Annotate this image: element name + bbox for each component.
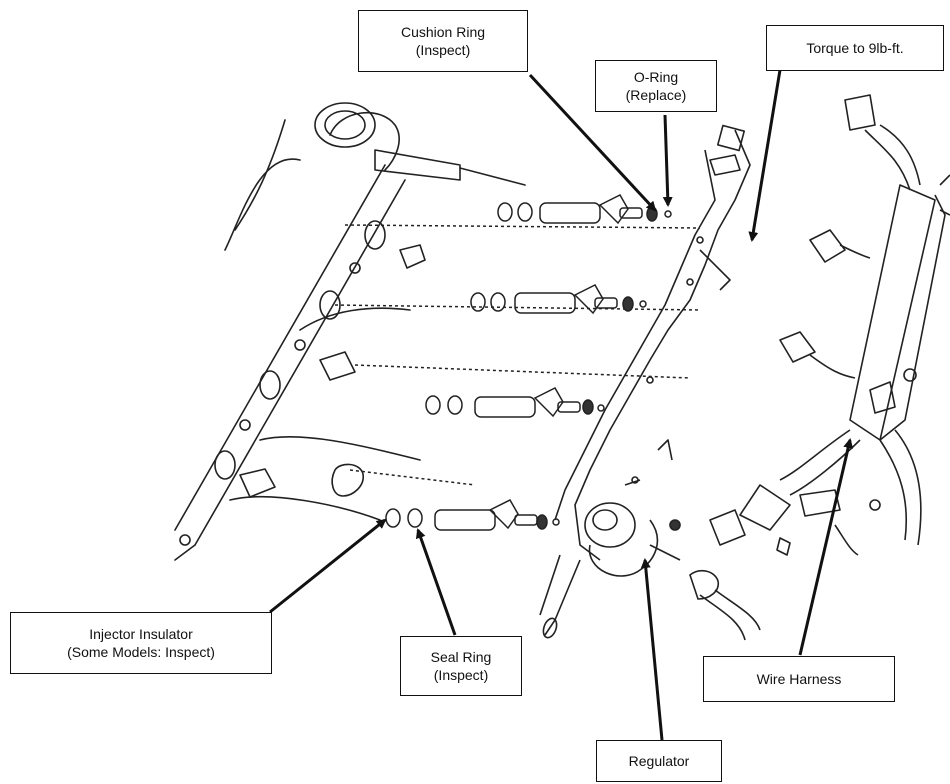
cushion-ring-arrow (528, 73, 657, 212)
seal-ring-label: Seal Ring (Inspect) (400, 636, 522, 696)
injector-insulator-label: Injector Insulator (Some Models: Inspect… (10, 612, 272, 674)
seal-ring-title: Seal Ring (430, 649, 492, 665)
regulator-label: Regulator (596, 740, 722, 782)
cushion-ring-note: (Inspect) (415, 42, 471, 58)
injector-insulator-arrow (269, 518, 387, 614)
regulator-arrow (640, 558, 664, 741)
cushion-ring-label: Cushion Ring (Inspect) (358, 10, 528, 72)
seal-ring-arrow (415, 528, 457, 636)
wire-harness-part (709, 94, 950, 556)
injector-2 (470, 284, 647, 315)
torque-text: Torque to 9lb-ft. (806, 40, 904, 56)
torque-arrow (748, 69, 782, 242)
o-ring-title: O-Ring (633, 69, 679, 85)
cushion-ring-title: Cushion Ring (400, 24, 486, 40)
intake-manifold (174, 102, 526, 561)
seal-ring-note: (Inspect) (433, 667, 489, 683)
o-ring-note: (Replace) (625, 87, 687, 103)
o-ring-arrow (662, 114, 673, 207)
fuel-rail (539, 124, 751, 639)
injector-insulator-note: (Some Models: Inspect) (67, 644, 215, 660)
regulator-part (584, 502, 761, 641)
o-ring-label: O-Ring (Replace) (595, 60, 717, 112)
injector-3 (425, 387, 605, 418)
regulator-text: Regulator (628, 753, 690, 769)
injector-insulator-title: Injector Insulator (89, 626, 193, 642)
wire-harness-text: Wire Harness (756, 671, 842, 687)
torque-label: Torque to 9lb-ft. (766, 25, 944, 71)
injector-4 (385, 499, 560, 531)
leader-arrows (269, 69, 854, 741)
injector-assemblies (334, 194, 701, 531)
wire-harness-label: Wire Harness (703, 656, 895, 702)
wire-harness-arrow (798, 438, 854, 656)
